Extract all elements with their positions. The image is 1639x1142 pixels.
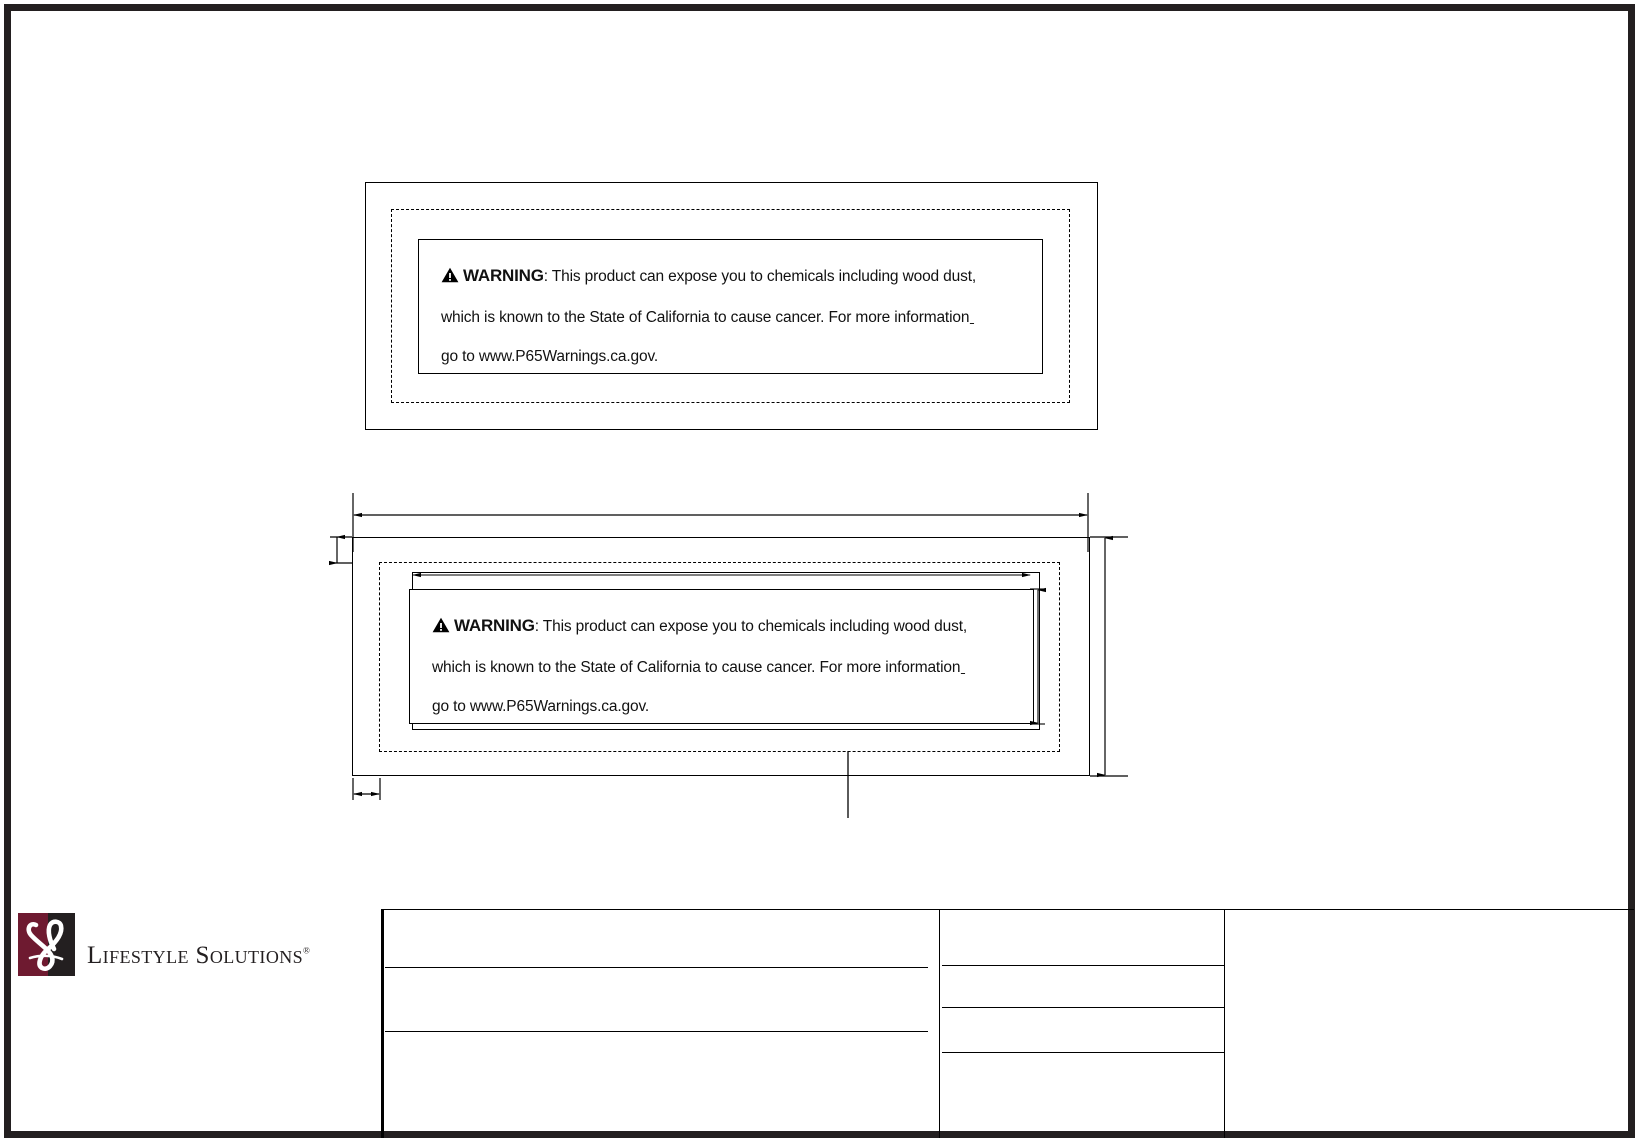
warning-text-1: : This product can expose you to chemica… — [543, 268, 977, 285]
bottom-view-warning-label: WARNING: This product can expose you to … — [409, 589, 1034, 724]
warning-heading: WARNING — [454, 616, 535, 635]
title-block-cell-left-3[interactable] — [386, 1033, 936, 1136]
bottom-view-outer-frame — [352, 537, 1090, 776]
title-block-cell-left-1[interactable] — [386, 912, 936, 966]
title-block-middle-rule-1 — [942, 965, 1224, 966]
title-block-cell-middle-1[interactable] — [944, 912, 1222, 964]
warning-line-1: WARNING: This product can expose you to … — [432, 606, 1019, 648]
title-block-cell-middle-2[interactable] — [944, 967, 1222, 1006]
top-view-dashed-frame — [391, 209, 1070, 403]
title-block-middle-rule-2 — [942, 1007, 1224, 1008]
title-block-cell-left-2[interactable] — [386, 969, 936, 1029]
title-block-cell-right-1[interactable] — [1228, 912, 1628, 1136]
title-block-left-rule-1 — [385, 967, 928, 968]
logo-word-lifestyle-rest: IFESTYLE — [102, 947, 189, 967]
warning-line-1: WARNING: This product can expose you to … — [441, 256, 1028, 298]
warning-line-3: go to www.P65Warnings.ca.gov. — [441, 348, 659, 365]
registered-trademark-icon: ® — [303, 945, 311, 956]
title-block-top-rule — [381, 909, 1634, 910]
warning-text-1: : This product can expose you to chemica… — [534, 618, 968, 635]
warning-line-3: go to www.P65Warnings.ca.gov. — [432, 698, 650, 715]
logo-wordmark: LIFESTYLE SOLUTIONS® — [87, 942, 310, 976]
bottom-view-dashed-frame — [379, 562, 1060, 752]
title-block-cell-middle-3[interactable] — [944, 1009, 1222, 1051]
top-view-warning-label: WARNING: This product can expose you to … — [418, 239, 1043, 374]
title-block-left-rule-2 — [385, 1031, 928, 1032]
sheet-border — [4, 4, 1635, 1138]
warning-triangle-icon — [432, 609, 450, 648]
title-block-cell-middle-4[interactable] — [944, 1054, 1222, 1136]
title-block-left-divider — [381, 909, 384, 1138]
title-block-middle-rule-3 — [942, 1052, 1224, 1053]
warning-line-2: which is known to the State of Californi… — [432, 659, 966, 676]
warning-line-2: which is known to the State of Californi… — [441, 309, 975, 326]
title-block-column-divider-1 — [939, 909, 940, 1138]
logo-word-solutions-cap: S — [195, 942, 210, 969]
logo-word-lifestyle-cap: L — [87, 942, 103, 969]
top-view-outer-frame — [365, 182, 1098, 430]
warning-triangle-icon — [441, 259, 459, 298]
logo-monogram-mark — [18, 913, 75, 976]
warning-heading: WARNING — [463, 266, 544, 285]
logo-word-solutions-rest: OLUTIONS — [209, 947, 304, 967]
title-block-column-divider-2 — [1224, 909, 1225, 1138]
company-logo: LIFESTYLE SOLUTIONS® — [18, 904, 328, 976]
